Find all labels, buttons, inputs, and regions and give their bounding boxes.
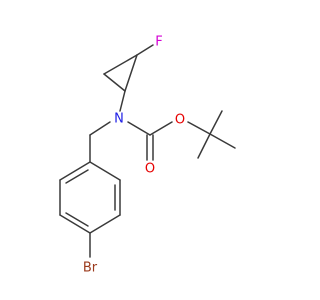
bond-n-c-carbonyl (127, 121, 151, 136)
atom-fluorine-label: F (155, 35, 162, 50)
bond-ar-1-2 (89, 161, 121, 181)
atom-bromine-label: Br (83, 261, 98, 276)
bond-c-o-ester (149, 121, 173, 136)
bond-ctert-me-top (209, 110, 223, 135)
atom-oxygen-carbonyl-label: O (145, 162, 155, 177)
structure-canvas: F N O O Br (59, 34, 236, 276)
bond-ctert-me-right (209, 133, 236, 149)
bond-cp-c2-c3 (124, 54, 138, 92)
bond-ar-3-4 (89, 214, 121, 234)
bond-ar-inner-b (65, 212, 89, 227)
bond-cp-n (119, 90, 126, 112)
bond-cp-c3-c1 (103, 73, 126, 92)
bond-ar-6-1 (59, 161, 91, 181)
bond-ar-inner-c (65, 169, 89, 184)
bonds (59, 44, 236, 258)
atom-nitrogen-label: N (114, 112, 124, 127)
molecule-diagram: F N O O Br (59, 35, 236, 276)
bond-ctert-me-bottom (197, 133, 211, 159)
bond-n-ch2 (89, 121, 111, 136)
atom-oxygen-ether-label: O (175, 113, 185, 128)
atom-labels: F N O O Br (83, 35, 185, 276)
bond-c-f (136, 44, 154, 56)
bond-cp-c1-c2 (103, 54, 138, 75)
bond-o-ctert (187, 121, 211, 135)
bond-ar-4-5 (59, 214, 91, 234)
